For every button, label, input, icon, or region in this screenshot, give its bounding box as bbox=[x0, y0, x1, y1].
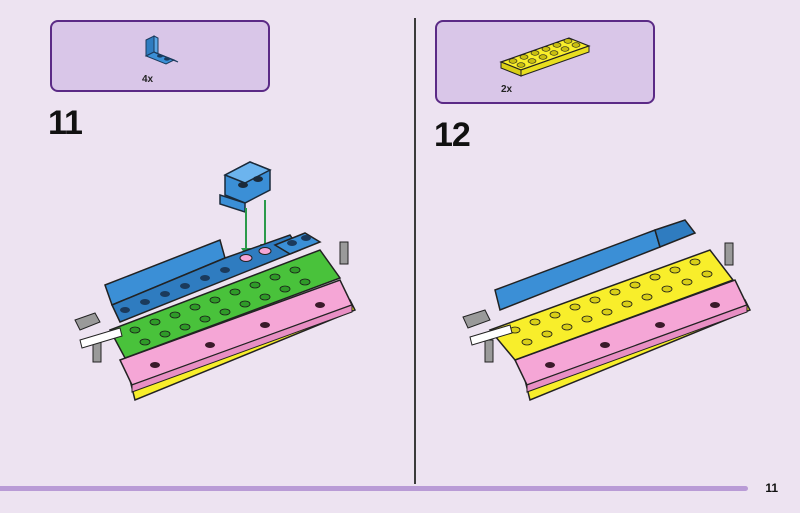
footer-bar bbox=[0, 486, 748, 491]
right-build-illustration bbox=[462, 219, 752, 402]
right-part-quantity: 2x bbox=[501, 84, 513, 95]
panel-divider bbox=[414, 18, 416, 484]
right-step-number: 12 bbox=[434, 116, 471, 154]
yellow-2x6-plate-icon bbox=[499, 37, 591, 77]
blue-bracket-brick-icon bbox=[144, 35, 179, 65]
right-parts-callout: 2x bbox=[435, 20, 655, 104]
left-part-quantity: 4x bbox=[142, 74, 154, 85]
left-step-number: 11 bbox=[48, 104, 83, 142]
left-parts-callout: 4x bbox=[50, 20, 270, 92]
falling-bracket bbox=[219, 161, 272, 214]
left-build-illustration bbox=[74, 161, 357, 402]
page-number: 11 bbox=[765, 481, 778, 495]
